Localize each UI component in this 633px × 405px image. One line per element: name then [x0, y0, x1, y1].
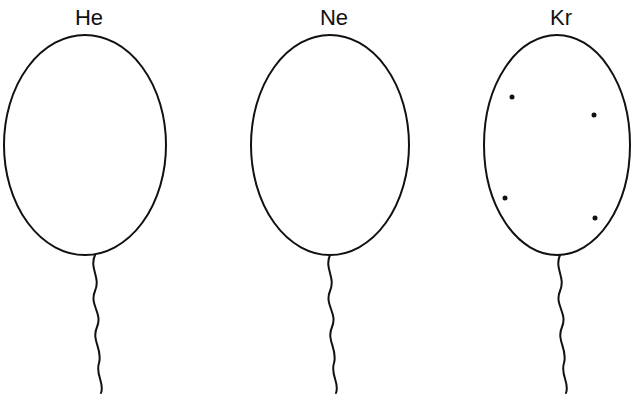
gas-particle: [592, 113, 597, 118]
balloon-ellipse: [4, 35, 166, 255]
gas-label: He: [2, 4, 176, 32]
balloon: He: [2, 4, 176, 259]
gas-label: Kr: [482, 4, 633, 32]
balloon-outline: [2, 4, 168, 259]
balloon-ellipse: [484, 35, 630, 255]
gas-particle: [593, 216, 598, 221]
balloon-string: [93, 255, 102, 393]
gas-label: Ne: [249, 4, 419, 32]
gas-particle: [503, 196, 508, 201]
balloon-ellipse: [251, 35, 409, 255]
balloon-outline: [482, 4, 632, 259]
balloon-string: [558, 255, 567, 393]
gas-particle: [510, 95, 515, 100]
balloon-string: [328, 255, 337, 393]
balloon: Kr: [482, 4, 633, 259]
balloon-outline: [249, 4, 411, 259]
balloon: Ne: [249, 4, 419, 259]
